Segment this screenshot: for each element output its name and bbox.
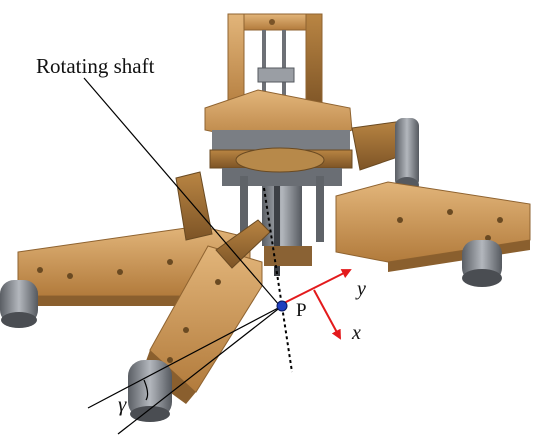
point-p-marker [276,300,288,312]
angle-line-upper [87,305,283,409]
y-axis-arrow [283,269,352,304]
x-axis-label: x [352,322,361,344]
gamma-angle-label: γ [118,392,127,416]
y-axis-label: y [357,278,366,300]
shaft-axis-dotted [263,187,293,373]
rotating-shaft-label: Rotating shaft [36,54,155,78]
point-p-label: P [296,300,307,321]
angle-arc [143,379,149,401]
right-arm [335,181,531,287]
angle-line-lower [117,305,283,435]
back-right-arm [351,118,419,193]
front-arm [128,219,271,422]
central-hub [204,89,353,276]
x-axis-arrow [313,289,341,340]
top-frame [227,13,323,115]
shaft-callout-line [83,77,281,307]
